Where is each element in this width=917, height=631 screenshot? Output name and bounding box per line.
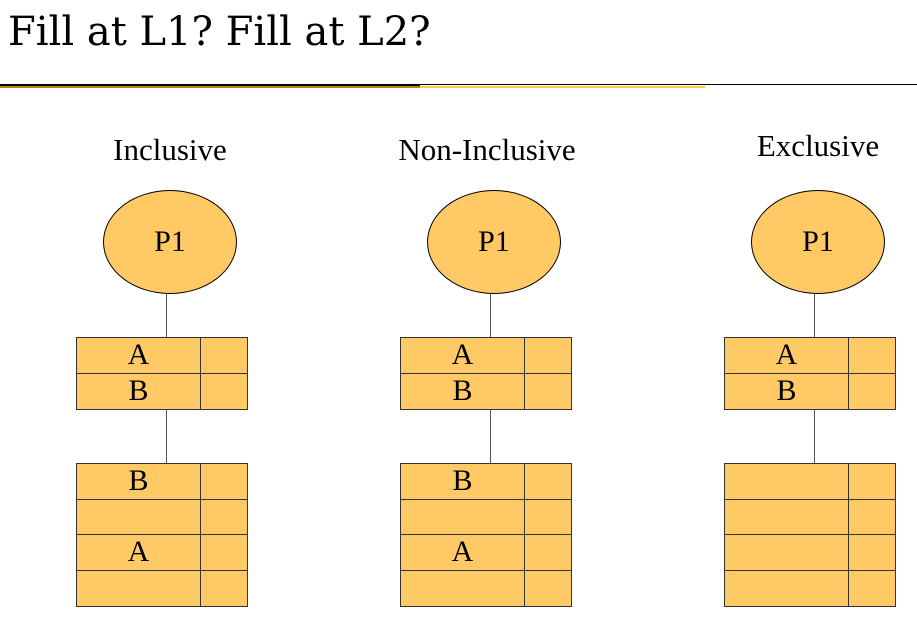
cache-tag: A: [77, 535, 201, 570]
column-label: Exclusive: [756, 128, 880, 163]
processor-node: P1: [427, 190, 561, 294]
cache-row: A: [77, 338, 247, 374]
cache-row: B: [725, 373, 895, 409]
l2-cache: B A: [76, 463, 248, 607]
cache-tag: [725, 570, 849, 606]
cache-tag: B: [77, 373, 201, 409]
title-rule: [0, 84, 917, 90]
connector-l1-l2: [166, 409, 167, 463]
column-inclusive: Inclusive P1 A B B A: [60, 0, 280, 631]
cache-tag: [77, 499, 201, 534]
cache-row: [401, 499, 571, 535]
cache-tag: A: [401, 535, 525, 570]
column-label: Inclusive: [113, 132, 227, 167]
column-non-inclusive: Non-Inclusive P1 A B B A: [384, 0, 604, 631]
cache-row: [77, 570, 247, 606]
cache-tag: A: [725, 338, 849, 373]
cache-tag: A: [401, 338, 525, 373]
l2-cache: B A: [400, 463, 572, 607]
connector-p1-l1: [166, 294, 167, 337]
cache-tag: B: [401, 373, 525, 409]
cache-tag: A: [77, 338, 201, 373]
cache-row: [725, 499, 895, 535]
processor-node: P1: [103, 190, 237, 294]
cache-tag: [401, 570, 525, 606]
cache-tag: [77, 570, 201, 606]
l1-cache: A B: [76, 337, 248, 410]
cache-tag: [401, 499, 525, 534]
column-exclusive: Exclusive P1 A B: [708, 0, 917, 631]
cache-tag: B: [401, 464, 525, 499]
slide-title: Fill at L1? Fill at L2?: [8, 9, 431, 55]
processor-node: P1: [751, 190, 885, 294]
l2-cache: [724, 463, 896, 607]
connector-l1-l2: [490, 409, 491, 463]
l1-cache: A B: [400, 337, 572, 410]
cache-row: [725, 570, 895, 606]
cache-tag: B: [77, 464, 201, 499]
connector-p1-l1: [814, 294, 815, 337]
cache-row: [725, 464, 895, 500]
cache-row: [401, 570, 571, 606]
cache-tag: [725, 464, 849, 499]
cache-row: A: [725, 338, 895, 374]
cache-row: A: [77, 535, 247, 571]
cache-row: [77, 499, 247, 535]
cache-row: A: [401, 338, 571, 374]
cache-row: [725, 535, 895, 571]
connector-p1-l1: [490, 294, 491, 337]
cache-row: B: [401, 464, 571, 500]
cache-tag: [725, 535, 849, 570]
connector-l1-l2: [814, 409, 815, 463]
l1-cache: A B: [724, 337, 896, 410]
cache-tag: [725, 499, 849, 534]
cache-row: A: [401, 535, 571, 571]
cache-row: B: [77, 373, 247, 409]
cache-row: B: [401, 373, 571, 409]
cache-row: B: [77, 464, 247, 500]
column-label: Non-Inclusive: [398, 132, 576, 167]
cache-tag: B: [725, 373, 849, 409]
